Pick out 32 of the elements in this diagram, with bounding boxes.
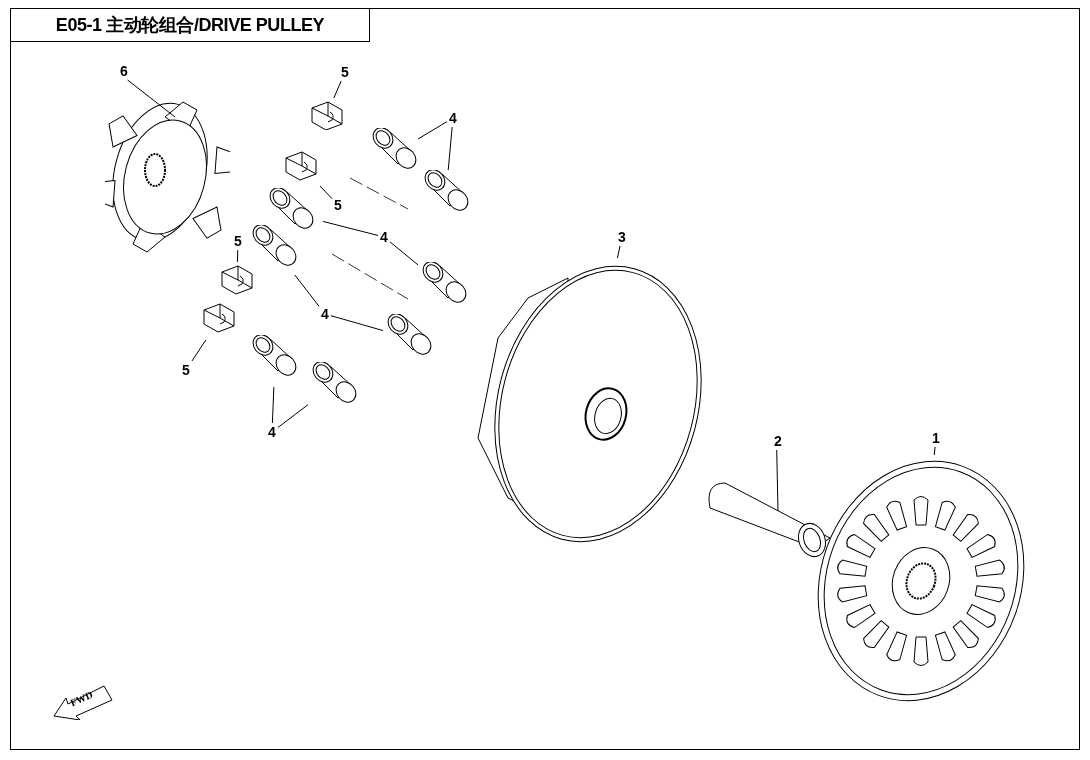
callout-number: 4: [266, 423, 278, 441]
leader-line: [933, 446, 936, 456]
leader-line: [333, 80, 342, 99]
leader-line: [776, 449, 779, 512]
direction-label: FWD: [69, 689, 95, 709]
leader-line: [294, 274, 320, 307]
leader-line: [191, 339, 207, 362]
callout-number: 5: [339, 63, 351, 81]
leader-line: [322, 220, 379, 236]
callout-number: 5: [232, 232, 244, 250]
title: E05-1 主动轮组合/DRIVE PULLEY: [10, 8, 370, 42]
leader-line: [319, 185, 333, 200]
callout-number: 5: [180, 361, 192, 379]
leader-line: [447, 126, 453, 171]
callout-number: 2: [772, 432, 784, 450]
callout-number: 1: [930, 429, 942, 447]
callout-number: 3: [616, 228, 628, 246]
callout-number: 4: [319, 305, 331, 323]
callout-number: 4: [447, 109, 459, 127]
callout-number: 4: [378, 228, 390, 246]
leader-line: [277, 404, 309, 428]
slider-drawing: [308, 98, 346, 130]
leader-line: [616, 245, 621, 259]
leader-line: [330, 315, 384, 332]
leader-line: [127, 79, 176, 118]
leader-line: [271, 386, 275, 424]
callout-number: 5: [332, 196, 344, 214]
callout-number: 6: [118, 62, 130, 80]
slider-drawing: [218, 262, 256, 296]
leader-line: [389, 241, 419, 266]
leader-line: [236, 249, 239, 263]
leader-line: [417, 121, 448, 140]
